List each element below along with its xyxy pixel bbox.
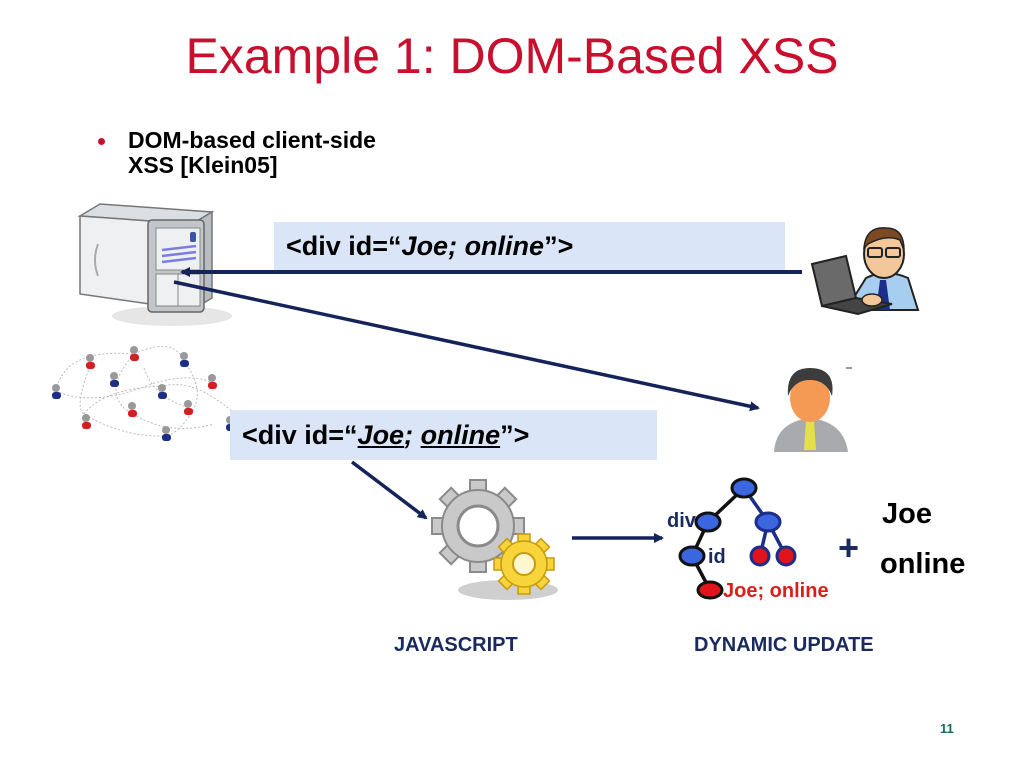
code-prefix: <div id=“ (242, 419, 358, 450)
code-payload: Joe; online (401, 230, 545, 261)
gears-icon (431, 479, 558, 600)
social-network-icon (52, 345, 235, 441)
victim-user-icon (774, 367, 852, 452)
code-separator: ; (404, 419, 414, 450)
server-icon (77, 203, 232, 326)
attacker-laptop-icon (810, 227, 920, 316)
bullet-dot (98, 138, 105, 145)
code-box-response: <div id=“Joe; online”> (230, 410, 657, 460)
network-person-nodes (52, 346, 235, 441)
dom-node-div (694, 511, 722, 533)
arrow-server-to-victim (173, 280, 760, 412)
dom-node-sibling (754, 511, 782, 533)
bullet-line-2: XSS [Klein05] (128, 152, 278, 178)
caption-dynamic-update: DYNAMIC UPDATE (694, 634, 874, 656)
result-line-1: Joe (882, 498, 932, 530)
dom-node-leaf-2 (775, 545, 797, 567)
code-suffix: ”> (544, 230, 574, 261)
bullet-line-1: DOM-based client-side (128, 127, 376, 153)
dom-tree-icon (678, 477, 797, 600)
dom-node-leaf-1 (749, 545, 771, 567)
plus-sign: + (838, 527, 860, 568)
code-prefix: <div id=“ (286, 230, 402, 261)
tree-label-value: Joe; online (723, 580, 829, 602)
code-suffix: ”> (500, 419, 530, 450)
slide-title: Example 1: DOM-Based XSS (185, 28, 839, 84)
dom-node-id (678, 545, 706, 567)
tree-label-div: div (667, 510, 696, 532)
arrow-code-to-javascript (350, 460, 428, 520)
bullet-text: DOM-based client-side XSS [Klein05] (128, 128, 376, 178)
tree-label-id: id (708, 546, 726, 568)
code-payload-part-1: Joe (357, 419, 405, 450)
page-number: 11 (940, 721, 954, 736)
result-line-2: online (880, 548, 966, 580)
dom-node-value (696, 580, 724, 600)
dom-node-root (730, 477, 758, 499)
caption-javascript: JAVASCRIPT (394, 634, 518, 656)
code-box-request: <div id=“Joe; online”> (274, 222, 785, 270)
code-payload-part-2: online (420, 419, 501, 450)
